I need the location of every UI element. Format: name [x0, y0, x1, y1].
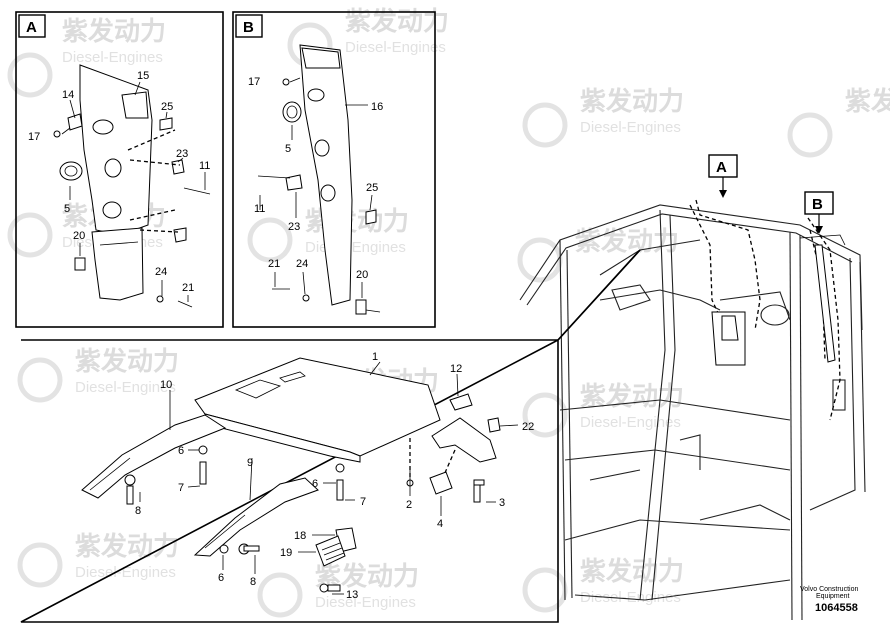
cab-marker-a-letter: A	[716, 159, 727, 176]
watermark-en: Diesel-Engines	[315, 594, 416, 611]
panel-b-label: 23	[288, 221, 300, 233]
watermark-mark: 紫发动力 Diesel-Engines	[17, 531, 179, 588]
panel-main-label: 8	[135, 505, 141, 517]
panel-b-label: 17	[248, 76, 260, 88]
panel-b-label: 24	[296, 258, 308, 270]
panel-main-label: 2	[406, 499, 412, 511]
watermark-mark: 紫发动力	[787, 86, 890, 158]
panel-a-label: 20	[73, 230, 85, 242]
panel-main-label: 6	[178, 445, 184, 457]
panel-a-label: 21	[182, 282, 194, 294]
company-name: Volvo Construction	[800, 586, 858, 593]
watermark-mark: 紫发动力 Diesel-Engines	[287, 6, 449, 68]
panel-a-label: 17	[28, 131, 40, 143]
footer: Volvo Construction Equipment 1064558	[800, 586, 858, 614]
document-number: 1064558	[815, 602, 858, 614]
panel-a-label: 5	[64, 203, 70, 215]
watermark-cn: 紫发动力	[75, 346, 179, 376]
watermark-mark: 紫发动力 Diesel-Engines	[522, 86, 684, 148]
watermark-mark: 紫发动力 Diesel-Engines	[17, 346, 179, 403]
panel-a-letter-box	[18, 14, 46, 38]
cab-marker-b-letter: B	[812, 196, 823, 213]
panel-b-letter: B	[243, 19, 254, 36]
panel-main-label: 6	[312, 478, 318, 490]
watermark-en: Diesel-Engines	[62, 49, 163, 66]
panel-main-label: 6	[218, 572, 224, 584]
watermark-cn: 紫发动力	[580, 556, 684, 586]
watermark-cn: 紫发动力	[345, 6, 449, 36]
panel-a-label: 14	[62, 89, 74, 101]
panel-b-letter-box	[235, 14, 263, 38]
watermark-en: Diesel-Engines	[580, 589, 681, 606]
panel-main-label: 22	[522, 421, 534, 433]
panel-b-label: 16	[371, 101, 383, 113]
panel-a-label: 15	[137, 70, 149, 82]
panel-b-label: 11	[254, 203, 265, 215]
cab-marker-b: B	[804, 191, 834, 234]
panel-a-letter: A	[26, 19, 37, 36]
watermark-en: Diesel-Engines	[345, 39, 446, 56]
company-name-2: Equipment	[816, 593, 850, 600]
panel-b-label: 25	[366, 182, 378, 194]
panel-main-label: 4	[437, 518, 443, 530]
panel-main-label: 8	[250, 576, 256, 588]
cab-marker-a: A	[708, 154, 738, 198]
watermark-en: Diesel-Engines	[75, 379, 176, 396]
watermark-en: Diesel-Engines	[305, 239, 406, 256]
panel-b-label: 20	[356, 269, 368, 281]
watermark-cn: 紫发动力	[845, 86, 890, 116]
panel-a-label: 25	[161, 101, 173, 113]
panel-main: 1 12 22 10 6 7 8 9 6 7 2 3 4 18 19 6 8 1…	[20, 249, 641, 623]
panel-b-label: 21	[268, 258, 280, 270]
panel-a-label: 11	[199, 160, 210, 172]
watermark-mark: 紫发动力	[517, 226, 679, 283]
panel-main-label: 7	[178, 482, 184, 494]
panel-main-label: 18	[294, 530, 306, 542]
watermark-cn: 紫发动力	[575, 226, 679, 256]
panel-main-label: 10	[160, 379, 172, 391]
panel-a-frame	[15, 11, 224, 328]
panel-a-label: 23	[176, 148, 188, 160]
panel-main-label: 1	[372, 351, 378, 363]
watermark-mark: 紫发动力 Diesel-Engines	[522, 381, 684, 438]
panel-main-label: 19	[280, 547, 292, 559]
panel-main-label: 12	[450, 363, 462, 375]
cab-frame-drawing: A B	[519, 154, 866, 621]
panel-main-label: 3	[499, 497, 505, 509]
watermark-mark: 紫发动力 Diesel-Engines	[522, 556, 684, 613]
panel-main-label: 7	[360, 496, 366, 508]
panel-a: A 15 14	[15, 11, 224, 328]
watermark-cn: 紫发动力	[62, 16, 166, 46]
panel-main-label: 13	[346, 589, 358, 601]
panel-b-label: 5	[285, 143, 291, 155]
watermark-cn: 紫发动力	[75, 531, 179, 561]
watermark-mark: 紫发动力 Diesel-Engines	[7, 16, 166, 98]
panel-main-label: 9	[247, 457, 253, 469]
panel-b: B 17 16 5 25 11 23 21 24 20	[232, 11, 436, 328]
panel-b-frame	[232, 11, 436, 328]
watermark-en: Diesel-Engines	[580, 414, 681, 431]
watermark-cn: 紫发动力	[580, 86, 684, 116]
panel-a-label: 24	[155, 266, 167, 278]
watermark-en: Diesel-Engines	[580, 119, 681, 136]
watermark-en: Diesel-Engines	[75, 564, 176, 581]
